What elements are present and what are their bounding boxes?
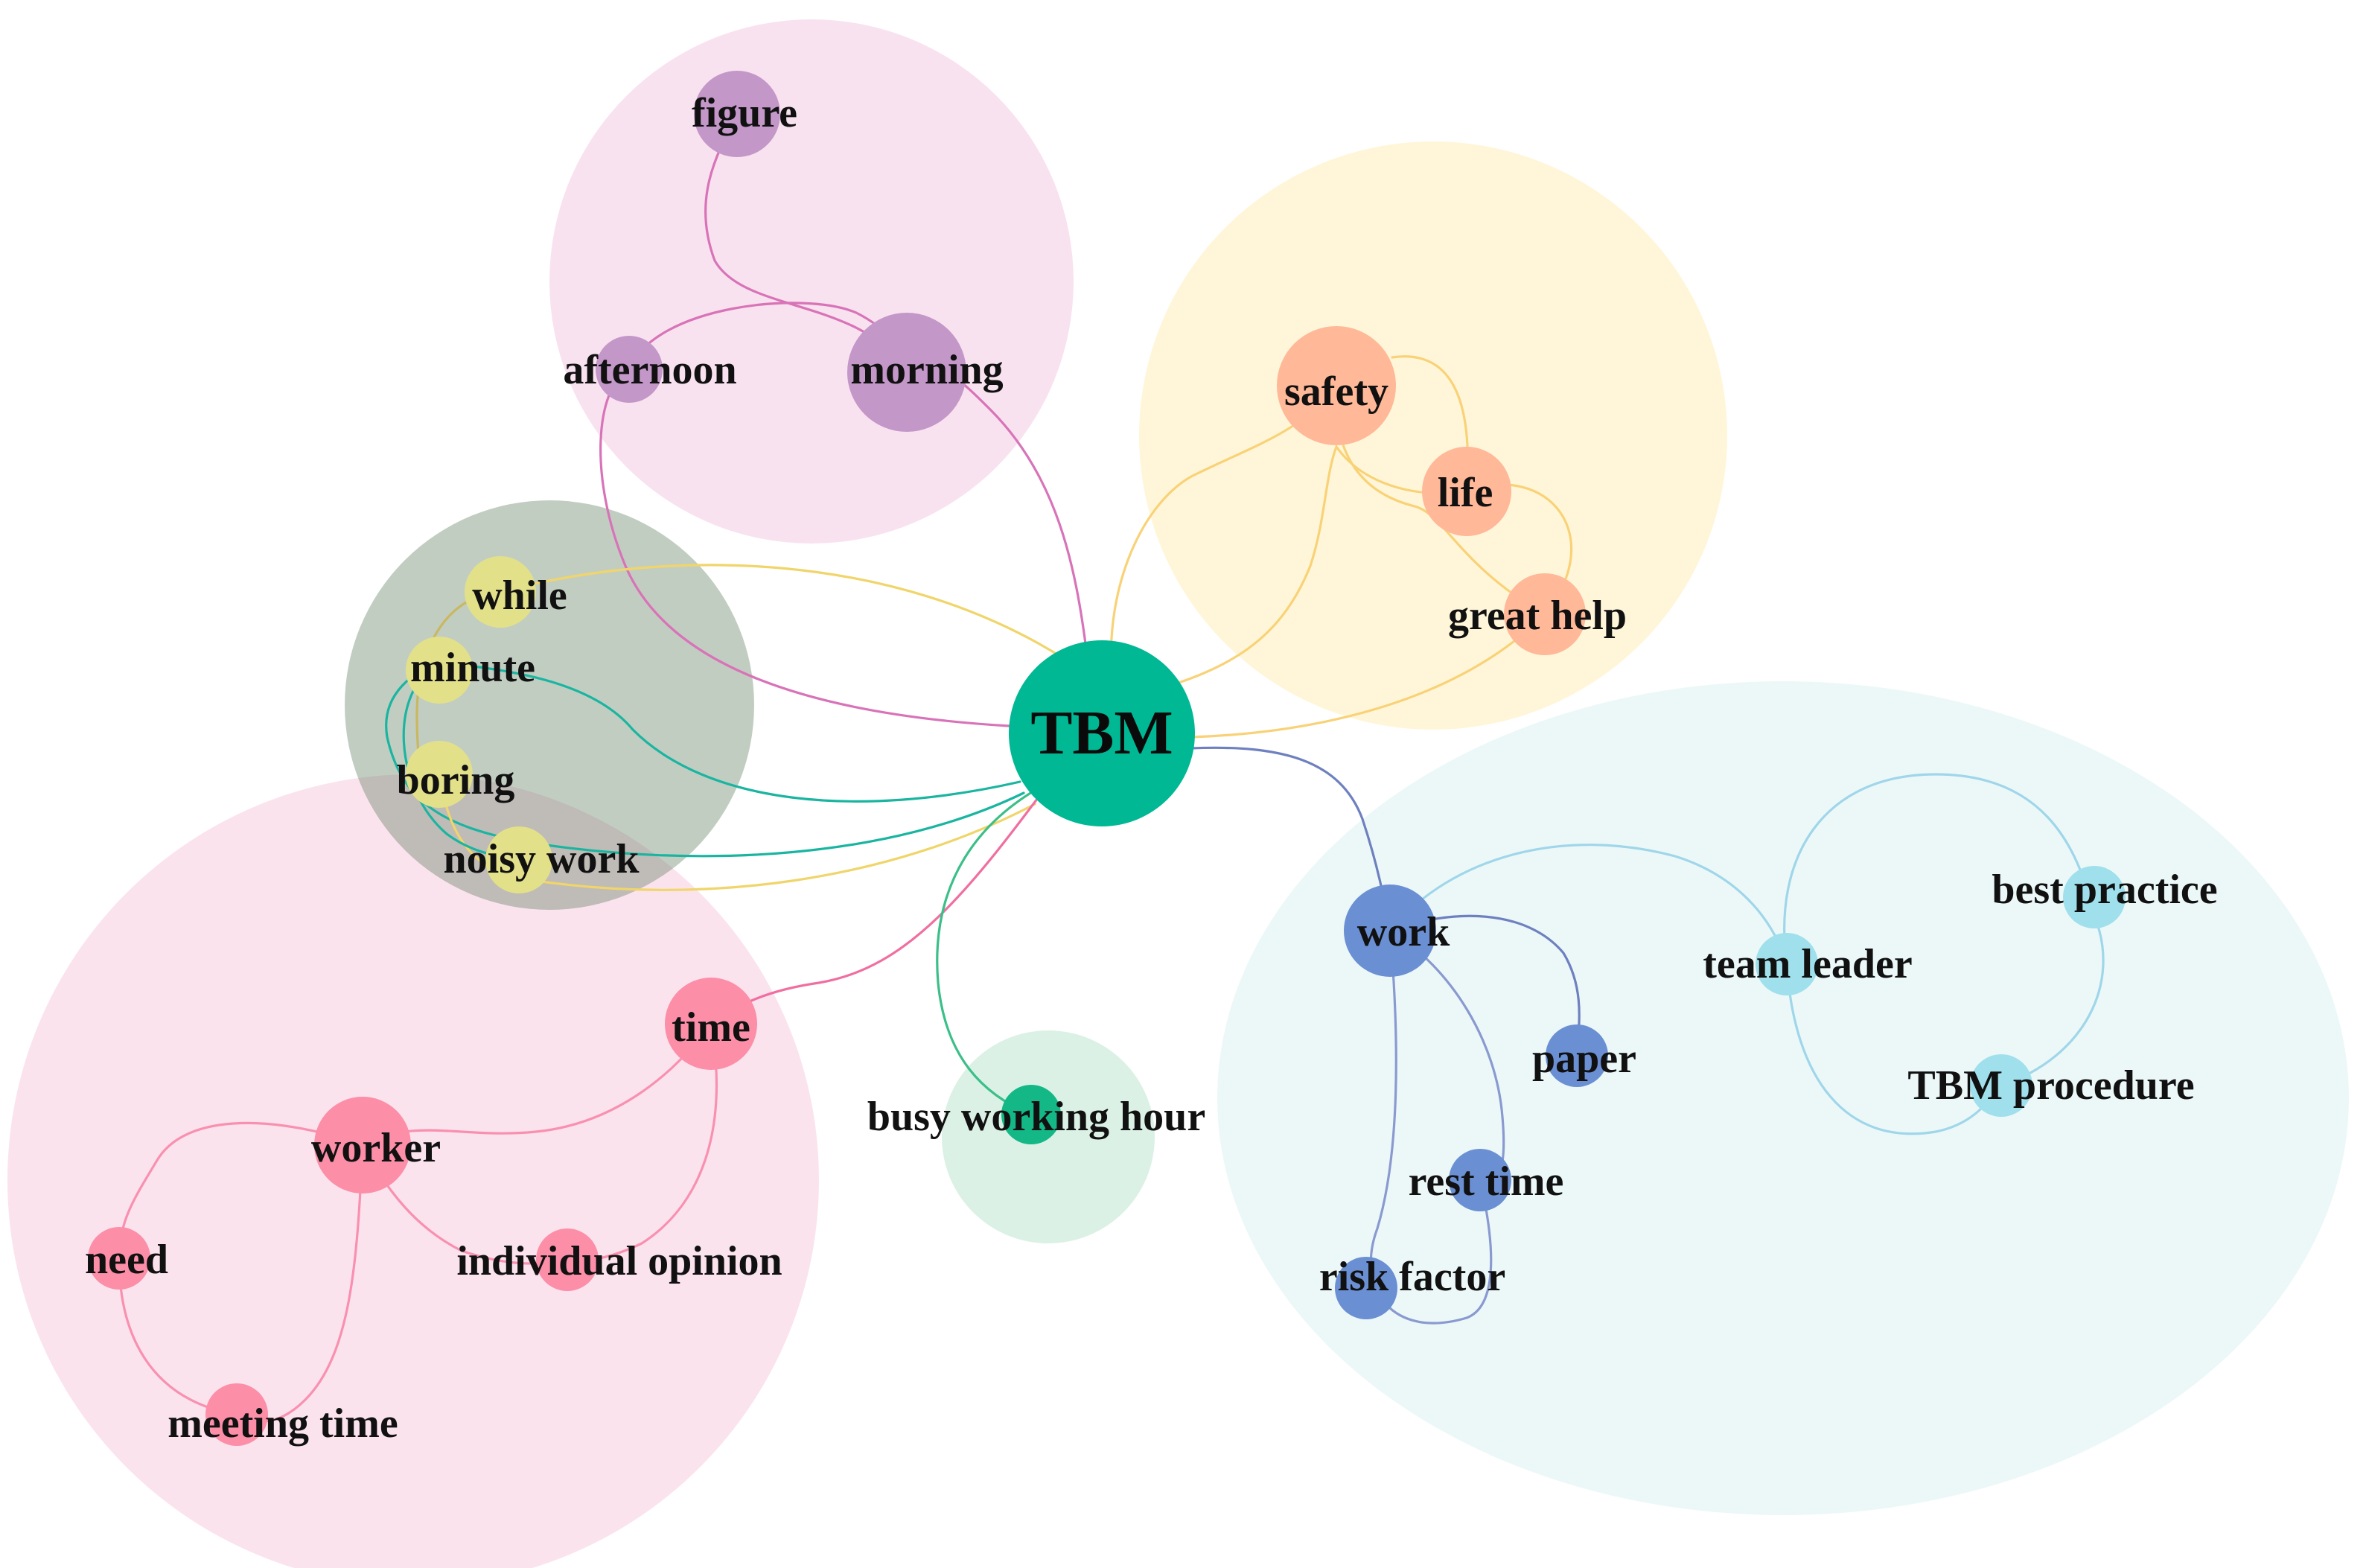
label-worker: worker xyxy=(311,1125,441,1171)
node-afternoon[interactable] xyxy=(596,336,663,403)
node-best-practice[interactable] xyxy=(2063,866,2126,928)
label-team-leader: team leader xyxy=(1703,941,1912,987)
label-time: time xyxy=(672,1004,750,1051)
node-work[interactable] xyxy=(1344,885,1436,977)
label-need: need xyxy=(85,1237,168,1283)
label-tbm-procedure: TBM procedure xyxy=(1907,1062,2194,1109)
node-great-help[interactable] xyxy=(1504,573,1586,655)
label-tbm-center: TBM xyxy=(1030,698,1173,768)
node-boring[interactable] xyxy=(406,741,473,808)
label-work: work xyxy=(1357,909,1450,955)
node-need[interactable] xyxy=(88,1227,150,1290)
label-meeting-time: meeting time xyxy=(168,1400,398,1447)
edge-figure-morning xyxy=(704,114,908,371)
label-individual-opinion: individual opinion xyxy=(456,1238,782,1284)
node-tbm-center[interactable] xyxy=(1009,640,1195,826)
node-individual-opinion[interactable] xyxy=(536,1228,599,1291)
node-figure[interactable] xyxy=(694,71,780,157)
node-busy-working-hour[interactable] xyxy=(1001,1085,1061,1144)
edge-teamleader-bestpractice xyxy=(1783,773,2096,966)
label-great-help: great help xyxy=(1448,593,1627,639)
node-paper[interactable] xyxy=(1546,1024,1608,1087)
edge-tbm-minute xyxy=(438,661,1021,803)
edge-tbm-afternoon xyxy=(599,368,1010,727)
nodes xyxy=(88,71,2126,1446)
edge-time-worker xyxy=(361,1022,712,1147)
edge-tbm-busy xyxy=(936,765,1085,1116)
edge-tbm-greathelp xyxy=(1190,613,1546,739)
label-safety: safety xyxy=(1284,369,1388,415)
node-time[interactable] xyxy=(665,978,757,1070)
label-rest-time: rest time xyxy=(1409,1159,1564,1205)
node-life[interactable] xyxy=(1422,447,1511,536)
node-worker[interactable] xyxy=(314,1097,411,1193)
node-risk-factor[interactable] xyxy=(1335,1257,1397,1319)
label-afternoon: afternoon xyxy=(563,347,736,393)
edge-worker-need xyxy=(118,1121,364,1260)
node-rest-time[interactable] xyxy=(1449,1149,1511,1211)
node-while[interactable] xyxy=(465,556,536,628)
edge-bestpractice-tbmprocedure xyxy=(2000,914,2105,1087)
labels: figure afternoon morning safety life gre… xyxy=(85,90,2218,1447)
edge-work-paper xyxy=(1388,914,1581,1057)
label-paper: paper xyxy=(1532,1036,1636,1082)
label-noisy-work: noisy work xyxy=(444,836,640,882)
label-figure: figure xyxy=(692,90,797,136)
cluster-morning xyxy=(549,19,1074,544)
label-morning: morning xyxy=(850,347,1003,393)
label-minute: minute xyxy=(410,645,535,691)
edge-work-teamleader xyxy=(1388,844,1788,966)
node-noisy-work[interactable] xyxy=(485,826,552,893)
node-minute[interactable] xyxy=(406,637,473,704)
edge-tbm-life xyxy=(1145,444,1468,694)
label-while: while xyxy=(472,573,567,619)
node-morning[interactable] xyxy=(847,313,966,432)
edge-tbm-noisywork xyxy=(438,773,1036,891)
label-boring: boring xyxy=(397,757,515,803)
edge-tbm-while xyxy=(499,564,1066,660)
label-risk-factor: risk factor xyxy=(1319,1254,1505,1300)
node-tbm-procedure[interactable] xyxy=(1970,1054,2032,1117)
label-busy-working-hour: busy working hour xyxy=(867,1094,1205,1140)
cluster-safety xyxy=(1139,141,1727,730)
node-team-leader[interactable] xyxy=(1756,933,1818,995)
cluster-time xyxy=(7,774,819,1568)
cluster-backgrounds xyxy=(7,19,2349,1568)
node-safety[interactable] xyxy=(1277,326,1396,445)
label-life: life xyxy=(1438,470,1493,516)
node-meeting-time[interactable] xyxy=(205,1383,268,1446)
label-best-practice: best practice xyxy=(1992,867,2217,913)
